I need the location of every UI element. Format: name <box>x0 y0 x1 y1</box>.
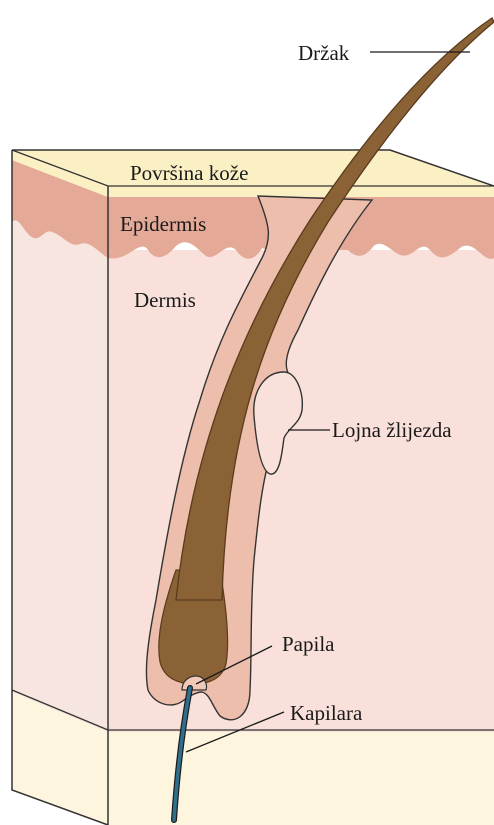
dermis-side <box>12 210 108 732</box>
label-sebaceous-gland: Lojna žlijezda <box>332 418 452 442</box>
label-papilla: Papila <box>282 632 335 656</box>
label-dermis: Dermis <box>134 288 196 312</box>
label-shaft: Držak <box>298 41 350 65</box>
label-capillary: Kapilara <box>290 701 363 725</box>
hypodermis-front <box>108 730 494 825</box>
label-epidermis: Epidermis <box>120 212 206 236</box>
label-surface: Površina kože <box>130 161 248 185</box>
